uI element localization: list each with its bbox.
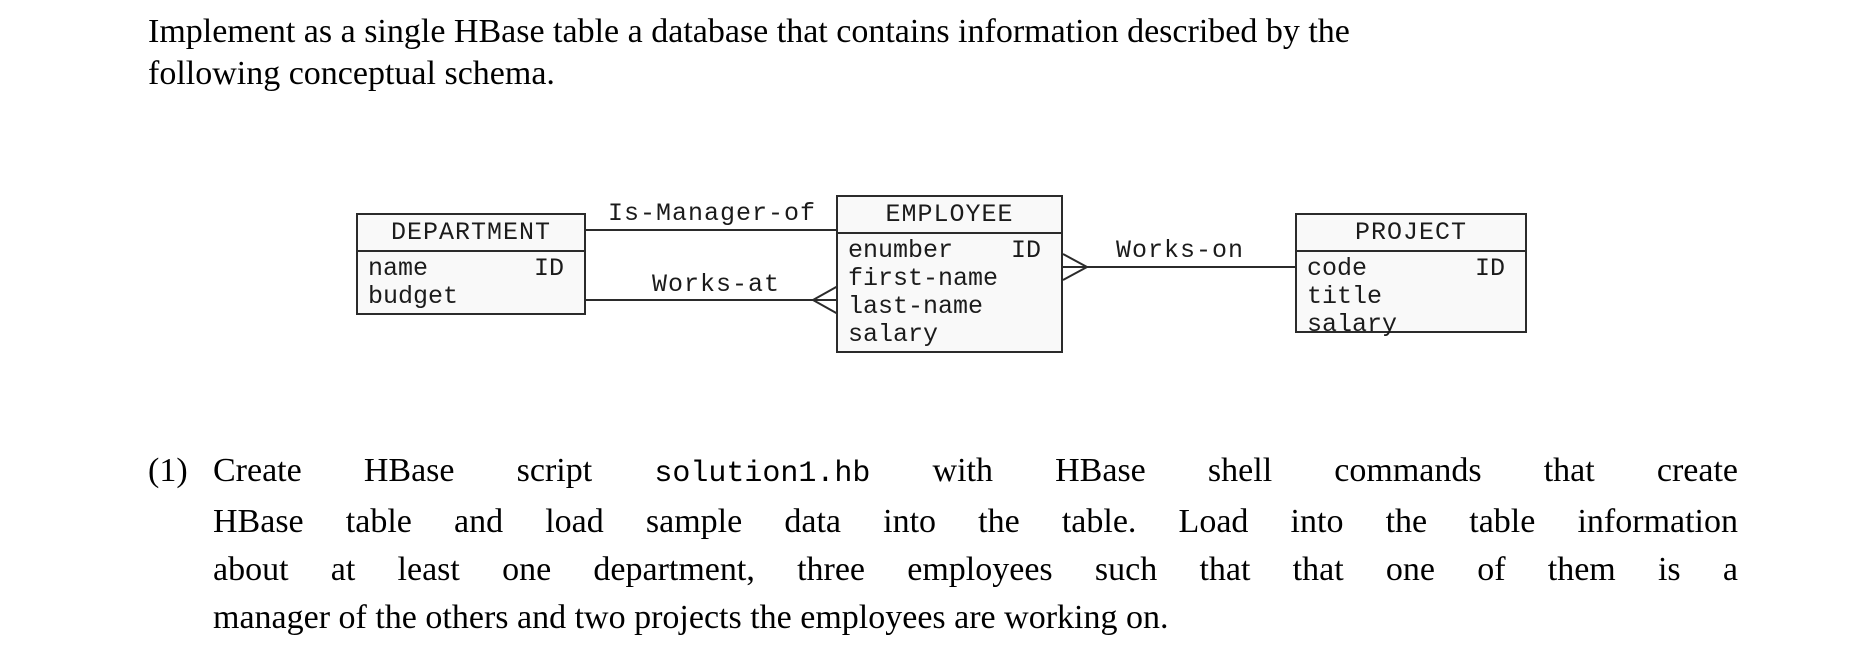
attribute-name: enumber <box>848 236 954 265</box>
entity-department-title: DEPARTMENT <box>358 215 584 252</box>
attribute-name: name <box>368 254 429 283</box>
entity-project-attributes: code ID title salary <box>1297 252 1525 339</box>
attribute-name: title <box>1307 282 1383 311</box>
id-tag: ID <box>1474 254 1505 283</box>
attribute-row: name ID <box>358 255 584 283</box>
attribute-row: title <box>1297 283 1525 311</box>
works-at-crowfoot-icon <box>810 285 839 315</box>
intro-line-2: following conceptual schema. <box>148 55 555 92</box>
relationship-label-works-on: Works-on <box>1115 236 1245 265</box>
attribute-name: first-name <box>848 264 999 293</box>
task-number: (1) <box>148 452 188 489</box>
attribute-name: last-name <box>848 292 984 321</box>
works-on-crowfoot-icon <box>1062 253 1090 281</box>
attribute-name: budget <box>368 282 459 311</box>
intro-paragraph: Implement as a single HBase table a data… <box>148 11 1350 95</box>
attribute-name: salary <box>1307 310 1398 339</box>
task-line-2: HBase table and load sample data into th… <box>213 503 1738 540</box>
task-line-1: Create HBase script solution1.hb with HB… <box>213 447 1738 498</box>
attribute-row: first-name <box>838 265 1061 293</box>
task-line-3: about at least one department, three emp… <box>213 551 1738 588</box>
entity-department-attributes: name ID budget <box>358 252 584 311</box>
id-tag: ID <box>533 254 564 283</box>
task-item: (1) Create HBase script solution1.hb wit… <box>148 447 1740 642</box>
task-text: Create HBase script solution1.hb with HB… <box>213 447 1738 642</box>
attribute-row: last-name <box>838 293 1061 321</box>
task-line-1-post: with HBase shell commands that create <box>870 452 1738 489</box>
attribute-row: budget <box>358 283 584 311</box>
attribute-name: code <box>1307 254 1368 283</box>
attribute-row: enumber ID <box>838 237 1061 265</box>
attribute-row: salary <box>838 321 1061 349</box>
entity-employee-title: EMPLOYEE <box>838 197 1061 234</box>
entity-department: DEPARTMENT name ID budget <box>356 213 586 315</box>
relationship-label-works-at: Works-at <box>651 270 781 299</box>
task-line-4: manager of the others and two projects t… <box>213 599 1169 636</box>
entity-project: PROJECT code ID title salary <box>1295 213 1527 339</box>
attribute-name: salary <box>848 320 939 349</box>
attribute-row: salary <box>1297 311 1525 339</box>
entity-employee: EMPLOYEE enumber ID first-name last-name… <box>836 195 1063 353</box>
intro-line-1: Implement as a single HBase table a data… <box>148 13 1350 50</box>
entity-project-title: PROJECT <box>1297 215 1525 252</box>
entity-employee-attributes: enumber ID first-name last-name salary <box>838 234 1061 349</box>
relationship-label-is-manager-of: Is-Manager-of <box>607 199 817 228</box>
er-diagram: DEPARTMENT name ID budget EMPLOYEE enumb… <box>356 195 1527 353</box>
attribute-row: code ID <box>1297 255 1525 283</box>
task-line-1-pre: Create HBase script <box>213 452 655 489</box>
id-tag: ID <box>1010 236 1041 265</box>
inline-code-filename: solution1.hb <box>654 457 871 491</box>
